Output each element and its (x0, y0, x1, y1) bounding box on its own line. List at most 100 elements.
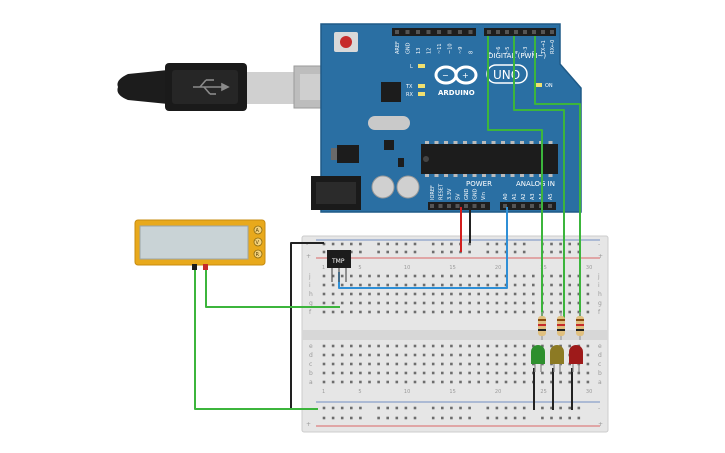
breadboard-hole[interactable] (359, 406, 362, 410)
power-pin[interactable] (430, 204, 434, 208)
breadboard-hole[interactable] (359, 250, 362, 254)
digital-pin[interactable] (514, 30, 518, 34)
breadboard-hole[interactable] (350, 416, 353, 420)
breadboard-hole[interactable] (504, 416, 508, 420)
breadboard-hole[interactable] (441, 406, 444, 410)
breadboard-hole[interactable] (495, 242, 499, 246)
breadboard-hole[interactable] (431, 406, 435, 410)
breadboard-hole[interactable] (504, 353, 508, 357)
breadboard-hole[interactable] (586, 371, 590, 375)
breadboard-hole[interactable] (450, 274, 453, 278)
breadboard-hole[interactable] (559, 283, 562, 287)
breadboard-hole[interactable] (431, 292, 435, 296)
breadboard-hole[interactable] (395, 344, 399, 348)
breadboard-hole[interactable] (468, 292, 471, 296)
breadboard-hole[interactable] (522, 344, 526, 348)
breadboard-hole[interactable] (477, 362, 480, 366)
breadboard-hole[interactable] (568, 344, 571, 348)
breadboard-hole[interactable] (550, 371, 553, 375)
breadboard-hole[interactable] (441, 371, 444, 375)
breadboard-hole[interactable] (340, 416, 344, 420)
breadboard-hole[interactable] (577, 250, 581, 254)
breadboard-hole[interactable] (422, 301, 426, 305)
breadboard-hole[interactable] (459, 371, 462, 375)
breadboard-hole[interactable] (441, 353, 444, 357)
breadboard-hole[interactable] (422, 344, 426, 348)
breadboard-hole[interactable] (586, 283, 590, 287)
breadboard-hole[interactable] (568, 416, 571, 420)
analog-pin[interactable] (530, 204, 534, 208)
breadboard-hole[interactable] (377, 380, 380, 384)
breadboard-hole[interactable] (513, 406, 517, 410)
breadboard-hole[interactable] (468, 380, 471, 384)
breadboard-hole[interactable] (340, 406, 344, 410)
breadboard-hole[interactable] (459, 310, 462, 314)
breadboard-hole[interactable] (413, 406, 417, 410)
breadboard-hole[interactable] (504, 344, 508, 348)
breadboard-hole[interactable] (340, 242, 344, 246)
breadboard-hole[interactable] (331, 344, 335, 348)
breadboard-hole[interactable] (513, 292, 517, 296)
breadboard-hole[interactable] (431, 371, 435, 375)
breadboard-hole[interactable] (368, 310, 371, 314)
breadboard-hole[interactable] (504, 380, 508, 384)
breadboard-hole[interactable] (577, 406, 581, 410)
breadboard-hole[interactable] (441, 283, 444, 287)
wires[interactable] (194, 36, 581, 410)
breadboard-hole[interactable] (340, 283, 344, 287)
breadboard-hole[interactable] (350, 406, 353, 410)
breadboard-hole[interactable] (331, 362, 335, 366)
breadboard-hole[interactable] (586, 380, 590, 384)
breadboard-hole[interactable] (331, 310, 335, 314)
breadboard-hole[interactable] (513, 283, 517, 287)
breadboard-hole[interactable] (404, 283, 408, 287)
breadboard-hole[interactable] (568, 242, 571, 246)
breadboard-hole[interactable] (459, 406, 462, 410)
breadboard-hole[interactable] (586, 292, 590, 296)
breadboard-hole[interactable] (386, 406, 389, 410)
breadboard-hole[interactable] (431, 380, 435, 384)
breadboard-hole[interactable] (559, 242, 562, 246)
breadboard-hole[interactable] (350, 301, 353, 305)
analog-pin[interactable] (548, 204, 552, 208)
breadboard-hole[interactable] (568, 406, 571, 410)
breadboard-hole[interactable] (386, 292, 389, 296)
breadboard-hole[interactable] (468, 416, 471, 420)
breadboard-hole[interactable] (441, 416, 444, 420)
breadboard-hole[interactable] (322, 292, 326, 296)
breadboard-hole[interactable] (568, 301, 571, 305)
breadboard-hole[interactable] (486, 344, 490, 348)
breadboard-hole[interactable] (368, 362, 371, 366)
breadboard-hole[interactable] (431, 416, 435, 420)
breadboard-hole[interactable] (495, 274, 499, 278)
breadboard-hole[interactable] (359, 416, 362, 420)
breadboard-hole[interactable] (350, 353, 353, 357)
breadboard-hole[interactable] (441, 301, 444, 305)
breadboard-hole[interactable] (331, 283, 335, 287)
breadboard-hole[interactable] (395, 301, 399, 305)
breadboard-hole[interactable] (322, 274, 326, 278)
breadboard-hole[interactable] (368, 380, 371, 384)
breadboard-hole[interactable] (413, 274, 417, 278)
breadboard-hole[interactable] (350, 380, 353, 384)
breadboard-hole[interactable] (404, 416, 408, 420)
breadboard-hole[interactable] (431, 301, 435, 305)
breadboard-hole[interactable] (441, 274, 444, 278)
breadboard-hole[interactable] (386, 416, 389, 420)
breadboard-hole[interactable] (522, 310, 526, 314)
breadboard-hole[interactable] (404, 274, 408, 278)
breadboard-hole[interactable] (359, 371, 362, 375)
breadboard-hole[interactable] (331, 380, 335, 384)
breadboard-hole[interactable] (340, 301, 344, 305)
breadboard-hole[interactable] (359, 344, 362, 348)
breadboard-hole[interactable] (450, 292, 453, 296)
breadboard-hole[interactable] (522, 283, 526, 287)
breadboard-hole[interactable] (395, 283, 399, 287)
breadboard-hole[interactable] (477, 344, 480, 348)
breadboard-hole[interactable] (368, 283, 371, 287)
breadboard-hole[interactable] (568, 274, 571, 278)
breadboard-hole[interactable] (568, 250, 571, 254)
breadboard-hole[interactable] (331, 301, 335, 305)
breadboard-hole[interactable] (322, 301, 326, 305)
